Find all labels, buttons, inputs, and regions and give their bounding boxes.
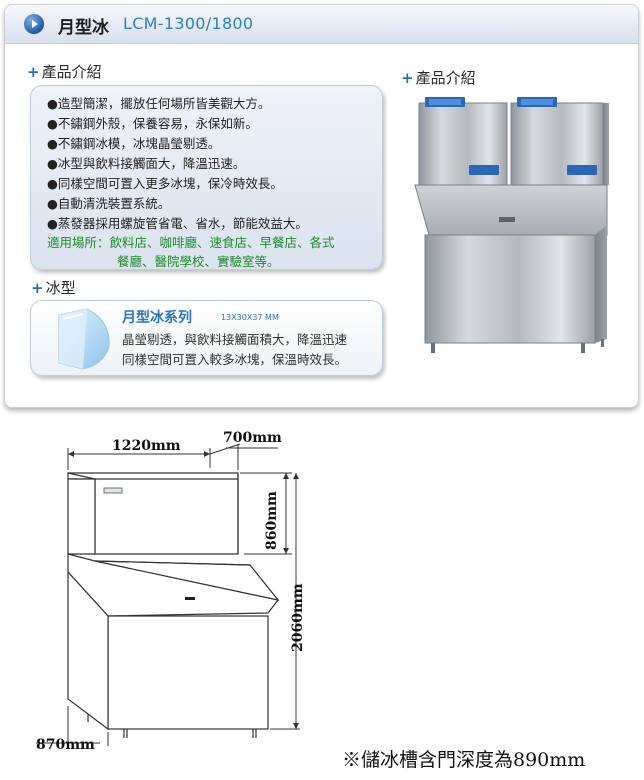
photo-heading-text: 產品介紹	[415, 69, 476, 87]
half-moon-ice-icon	[58, 308, 110, 370]
width-dimension: 1220mm	[112, 438, 181, 454]
intro-heading-text: 產品介紹	[41, 63, 102, 81]
ice-size: 13X30X37 MM	[221, 313, 279, 322]
ice-machine-photo	[414, 97, 609, 353]
plus-icon: +	[31, 279, 44, 297]
upper-height-dimension: 860mm	[264, 491, 280, 550]
feature-item: ●冰型與飲料接觸面大，降溫迅速。	[47, 156, 246, 171]
usage-line: 餐廳、醫院學校、實驗室等。	[117, 254, 280, 269]
intro-heading: +產品介紹	[27, 61, 102, 82]
product-title: 月型冰	[58, 18, 109, 38]
features-box: ●造型簡潔，擺放任何場所皆美觀大方。 ●不鏽鋼外殼，保養容易，永保如新。 ●不鏽…	[30, 85, 383, 270]
ice-description: 晶瑩剔透，與飲料接觸面積大，降溫迅速	[122, 332, 348, 347]
feature-item: ●不鏽鋼外殼，保養容易，永保如新。	[47, 116, 258, 131]
feature-item: ●同樣空間可置入更多冰塊，保冷時效長。	[47, 176, 283, 191]
ice-type-heading: +冰型	[31, 277, 76, 298]
ice-description: 同樣空間可置入較多冰塊，保溫時效長。	[122, 352, 348, 367]
door-depth-note: ※儲冰槽含門深度為890mm	[342, 749, 586, 771]
feature-item: ●造型簡潔，擺放任何場所皆美觀大方。	[47, 96, 271, 111]
logo-badge	[103, 487, 123, 494]
plus-icon: +	[27, 63, 40, 81]
ice-type-heading-text: 冰型	[45, 279, 76, 297]
photo-heading: +產品介紹	[401, 67, 476, 88]
ice-type-box: 月型冰系列 13X30X37 MM 晶瑩剔透，與飲料接觸面積大，降溫迅速 同樣空…	[30, 300, 383, 376]
total-height-dimension: 2060mm	[290, 583, 306, 652]
feature-item: ●不鏽鋼冰模，冰塊晶瑩剔透。	[47, 136, 221, 151]
usage-line: 適用場所：飲料店、咖啡廳、速食店、早餐店、各式	[47, 235, 335, 250]
product-model: LCM-1300/1800	[123, 14, 254, 33]
bin-depth-dimension: 870mm	[36, 737, 95, 753]
product-card: 月型冰 LCM-1300/1800 +產品介紹 ●造型簡潔，擺放任何場所皆美觀大…	[4, 4, 639, 408]
dimension-drawing: 1220mm 700mm 860mm 2060mm 870mm	[36, 430, 306, 753]
depth-dimension: 700mm	[223, 430, 282, 446]
feature-item: ●蒸發器採用螺旋管省電、省水，節能效益大。	[47, 216, 308, 231]
plus-icon: +	[401, 69, 414, 87]
card-header: 月型冰 LCM-1300/1800	[5, 5, 638, 44]
play-circle-icon	[24, 14, 44, 34]
ice-series-name: 月型冰系列	[122, 310, 192, 326]
feature-item: ●自動清洗裝置系統。	[47, 196, 171, 211]
